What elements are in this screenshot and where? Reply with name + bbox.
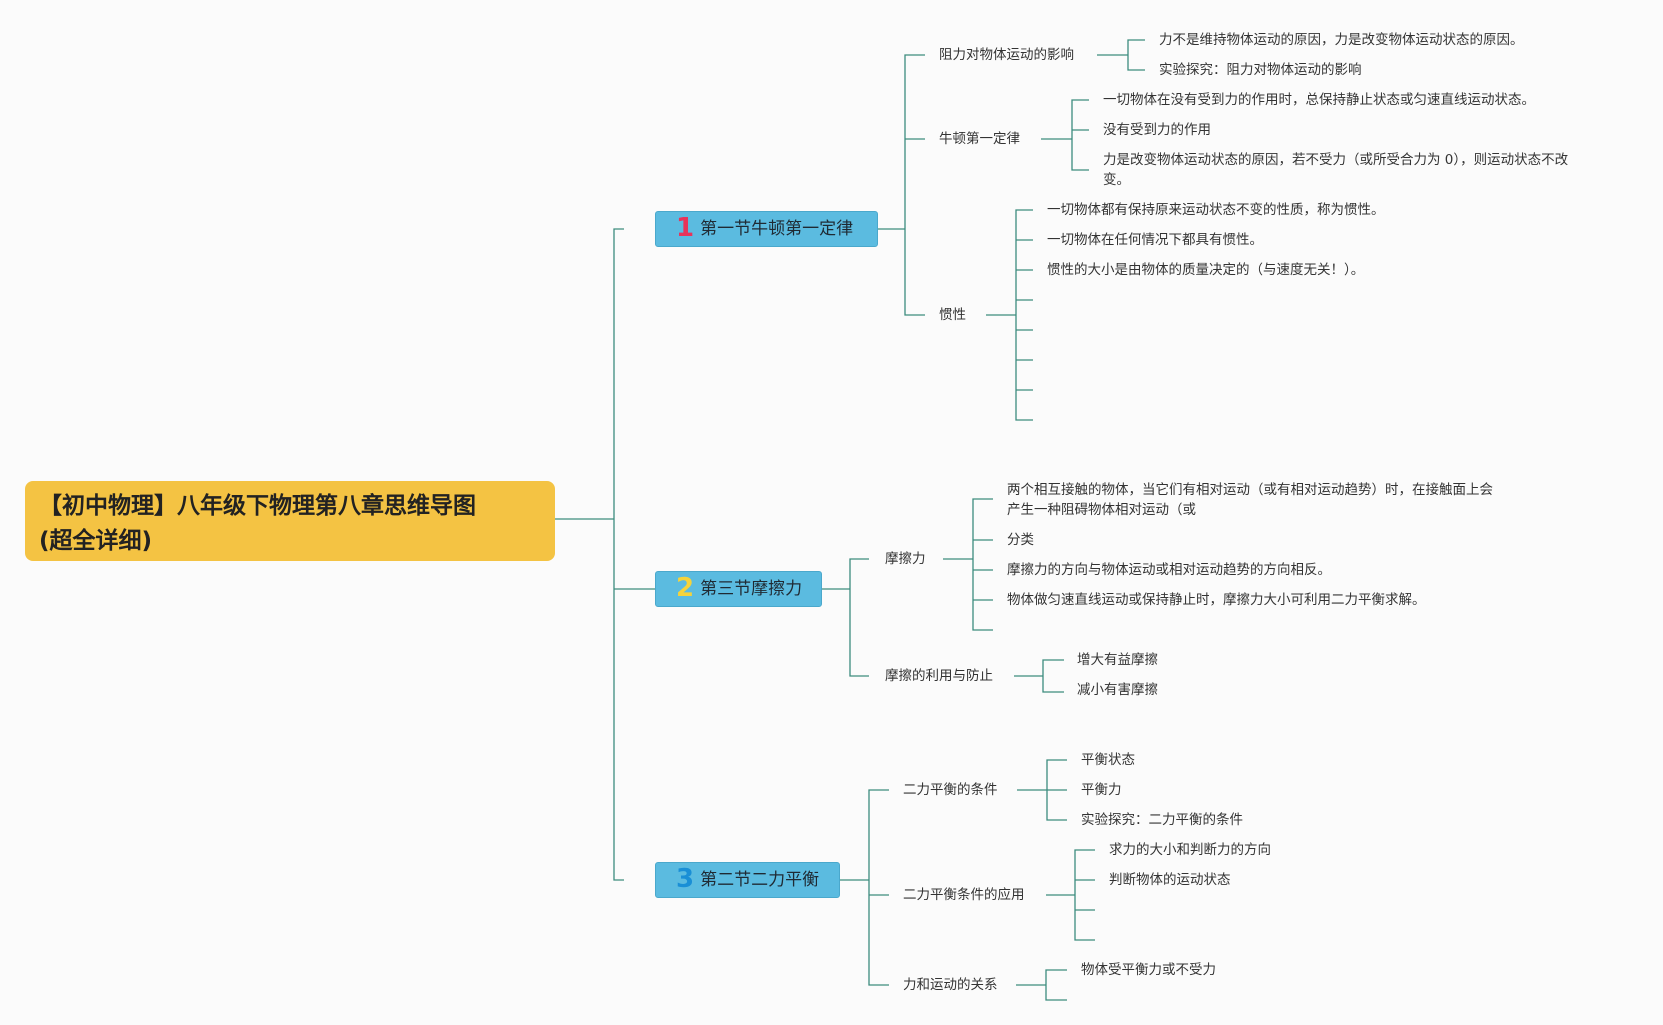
root-title-line1: 【初中物理】八年级下物理第八章思维导图 — [39, 493, 476, 519]
leaf-force-changes-state[interactable]: 力是改变物体运动状态的原因，若不受力（或所受合力为 0），则运动状态不改变。 — [1103, 152, 1569, 188]
leaf-experiment-balance[interactable]: 实验探究：二力平衡的条件 — [1081, 812, 1243, 828]
root-title-line2: (超全详细) — [39, 528, 153, 554]
topic-friction-use-prevent[interactable]: 摩擦的利用与防止 — [885, 668, 993, 684]
leaf-increase-friction[interactable]: 增大有益摩擦 — [1077, 652, 1158, 668]
section-2-number: 2 — [676, 573, 695, 603]
section-1-title: 第一节牛顿第一定律 — [700, 219, 854, 239]
leaf-inertia-mass[interactable]: 惯性的大小是由物体的质量决定的（与速度无关！）。 — [1047, 262, 1365, 278]
topic-balance-application[interactable]: 二力平衡条件的应用 — [903, 887, 1025, 903]
leaf-balance-state[interactable]: 平衡状态 — [1081, 752, 1135, 768]
leaf-inertia-definition[interactable]: 一切物体都有保持原来运动状态不变的性质，称为惯性。 — [1047, 202, 1385, 218]
topic-newton-first-law[interactable]: 牛顿第一定律 — [939, 131, 1020, 147]
leaf-balanced-forces[interactable]: 平衡力 — [1081, 782, 1122, 798]
section-2-title: 第三节摩擦力 — [700, 579, 803, 599]
topic-balance-conditions[interactable]: 二力平衡的条件 — [903, 782, 998, 798]
leaf-friction-balance[interactable]: 物体做匀速直线运动或保持静止时，摩擦力大小可利用二力平衡求解。 — [1007, 592, 1426, 608]
leaf-reduce-friction[interactable]: 减小有害摩擦 — [1077, 682, 1158, 698]
leaf-inertia-always[interactable]: 一切物体在任何情况下都具有惯性。 — [1047, 232, 1263, 248]
topic-inertia[interactable]: 惯性 — [939, 307, 966, 323]
topic-force-motion-relation[interactable]: 力和运动的关系 — [903, 977, 998, 993]
leaf-experiment-resistance[interactable]: 实验探究：阻力对物体运动的影响 — [1159, 62, 1362, 78]
leaf-force-magnitude-direction[interactable]: 求力的大小和判断力的方向 — [1109, 842, 1271, 858]
leaf-balanced-or-no-force[interactable]: 物体受平衡力或不受力 — [1081, 962, 1216, 978]
leaf-friction-direction[interactable]: 摩擦力的方向与物体运动或相对运动趋势的方向相反。 — [1007, 562, 1331, 578]
leaf-friction-classification[interactable]: 分类 — [1007, 532, 1034, 548]
leaf-friction-definition[interactable]: 两个相互接触的物体，当它们有相对运动（或有相对运动趋势）时，在接触面上会产生一种… — [1007, 482, 1493, 518]
topic-friction[interactable]: 摩擦力 — [885, 551, 926, 567]
leaf-newton-statement[interactable]: 一切物体在没有受到力的作用时，总保持静止状态或匀速直线运动状态。 — [1103, 92, 1535, 108]
leaf-force-not-maintain[interactable]: 力不是维持物体运动的原因，力是改变物体运动状态的原因。 — [1159, 32, 1524, 48]
section-1-number: 1 — [676, 213, 695, 243]
section-3-title: 第二节二力平衡 — [700, 870, 820, 890]
leaf-motion-state-judge[interactable]: 判断物体的运动状态 — [1109, 872, 1231, 888]
root-node[interactable]: 【初中物理】八年级下物理第八章思维导图 (超全详细) — [25, 481, 555, 561]
topic-resistance-effect[interactable]: 阻力对物体运动的影响 — [939, 47, 1074, 63]
section-3-number: 3 — [676, 864, 695, 894]
leaf-no-force[interactable]: 没有受到力的作用 — [1103, 122, 1211, 138]
